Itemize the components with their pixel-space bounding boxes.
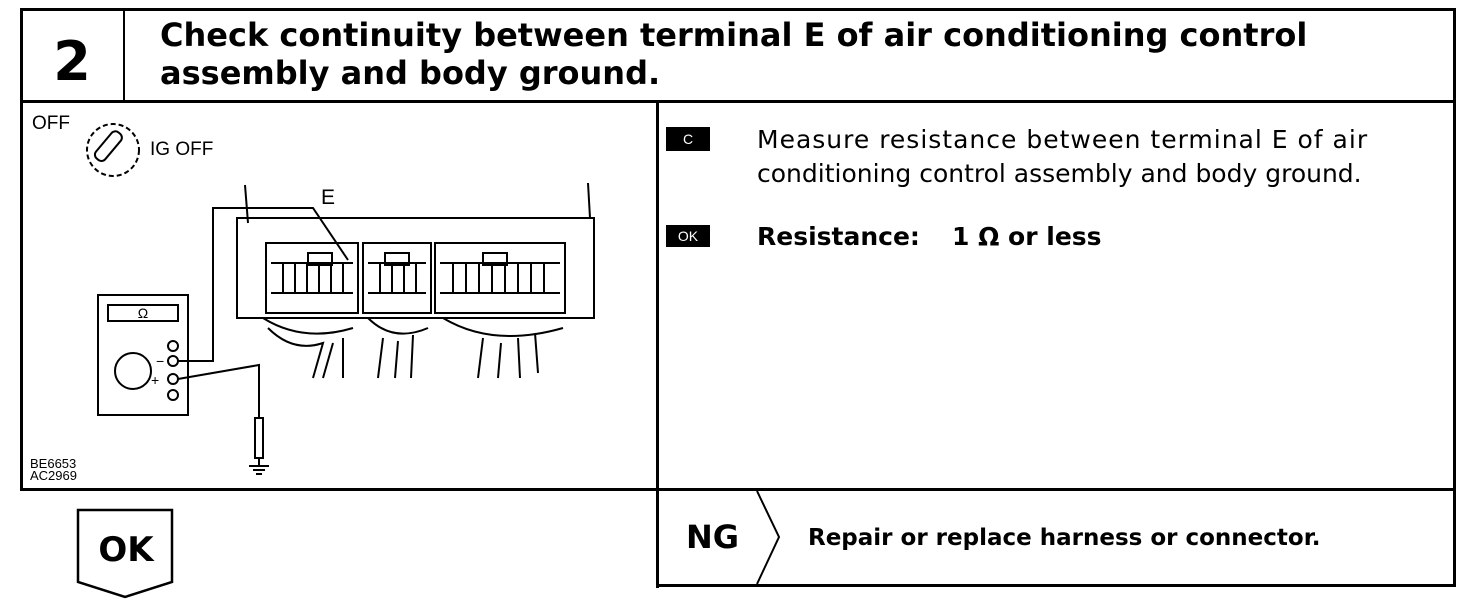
ohmmeter-icon — [97, 294, 189, 416]
step-title: Check continuity between terminal E of a… — [160, 16, 1440, 92]
ng-result-label: NG — [686, 518, 740, 556]
step-title-line1: Check continuity between terminal E of a… — [160, 16, 1308, 54]
instruction-line1: Measure resistance between terminal E of… — [757, 125, 1369, 154]
step-title-line2: assembly and body ground. — [160, 54, 661, 92]
ignition-off-label: IG OFF — [150, 139, 214, 160]
ng-arrow-divider — [756, 491, 781, 584]
figure-code: BE6653 AC2969 — [30, 456, 77, 483]
ng-row-bottom — [656, 584, 1456, 587]
ok-spec-badge: OK — [666, 225, 710, 247]
ohm-symbol: Ω — [138, 305, 148, 321]
wiring-illustration: Ω − + — [86, 123, 595, 475]
check-badge: C — [666, 127, 710, 151]
lead-to-ground — [177, 363, 260, 418]
instruction-line2: conditioning control assembly and body g… — [757, 159, 1362, 188]
ng-action-text: Repair or replace harness or connector. — [808, 525, 1321, 551]
control-assembly-icon — [236, 182, 595, 379]
instruction-text: Measure resistance between terminal E of… — [757, 123, 1437, 191]
frame-top — [20, 8, 1456, 11]
ok-result-tag — [76, 508, 174, 599]
frame-left — [20, 8, 23, 491]
figure-code-1: BE6653 — [30, 456, 77, 471]
ignition-key-icon — [86, 123, 140, 177]
terminal-e-label: E — [321, 186, 336, 209]
ok-result-label: OK — [98, 530, 154, 570]
ignition-state-label: OFF — [32, 113, 70, 134]
ng-row-top — [656, 488, 1456, 491]
spec-value: 1 Ω or less — [952, 222, 1102, 251]
lead-to-terminal-e — [178, 207, 349, 362]
meter-minus-label: − — [156, 353, 164, 369]
column-divider — [656, 100, 659, 588]
figure-code-2: AC2969 — [30, 468, 77, 483]
spec-label: Resistance: — [757, 222, 920, 251]
meter-plus-label: + — [151, 372, 159, 388]
header-divider — [20, 100, 1456, 103]
ground-icon — [249, 458, 269, 475]
step-number: 2 — [53, 29, 91, 93]
frame-right — [1453, 8, 1456, 586]
figure-bottom — [20, 488, 659, 491]
step-number-divider — [123, 8, 125, 103]
